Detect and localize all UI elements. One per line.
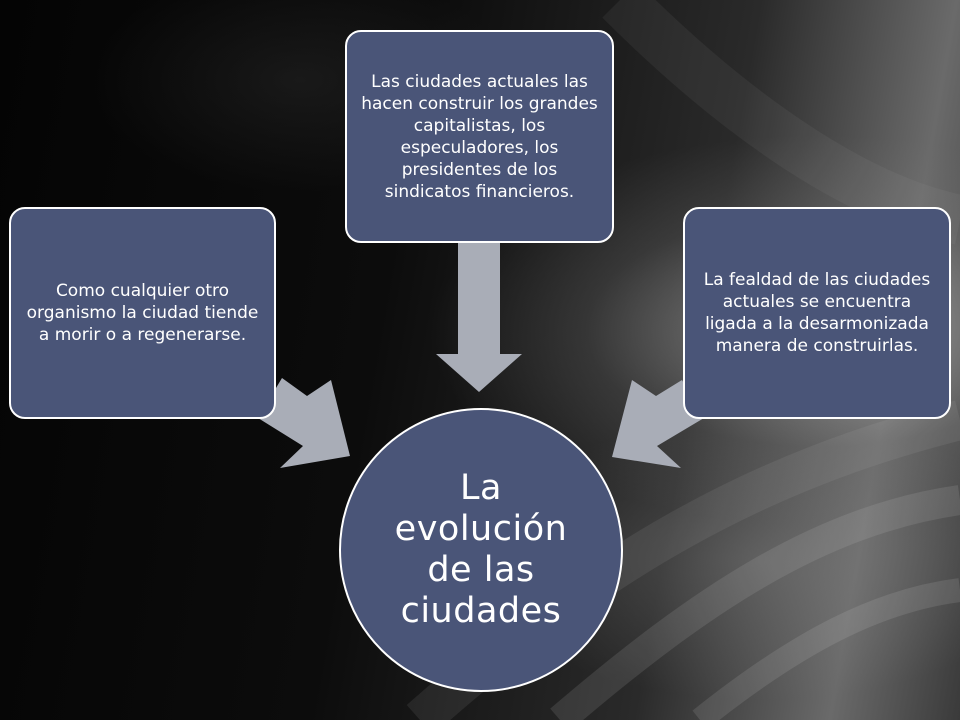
arrow-top-to-center xyxy=(436,243,522,392)
diagram-box-left-text: Como cualquier otro organismo la ciudad … xyxy=(26,281,259,345)
diagram-box-right-text: La fealdad de las ciudades actuales se e… xyxy=(703,270,931,356)
arrow-left-to-center xyxy=(258,378,350,468)
diagram-box-left: Como cualquier otro organismo la ciudad … xyxy=(9,207,276,419)
arrow-right-to-center xyxy=(612,380,704,468)
diagram-box-top: Las ciudades actuales las hacen construi… xyxy=(345,30,614,243)
diagram-center-circle: La evolución de las ciudades xyxy=(339,408,623,692)
diagram-center-label: La evolución de las ciudades xyxy=(394,468,568,631)
diagram-box-top-text: Las ciudades actuales las hacen construi… xyxy=(361,71,598,202)
diagram-box-right: La fealdad de las ciudades actuales se e… xyxy=(683,207,951,419)
